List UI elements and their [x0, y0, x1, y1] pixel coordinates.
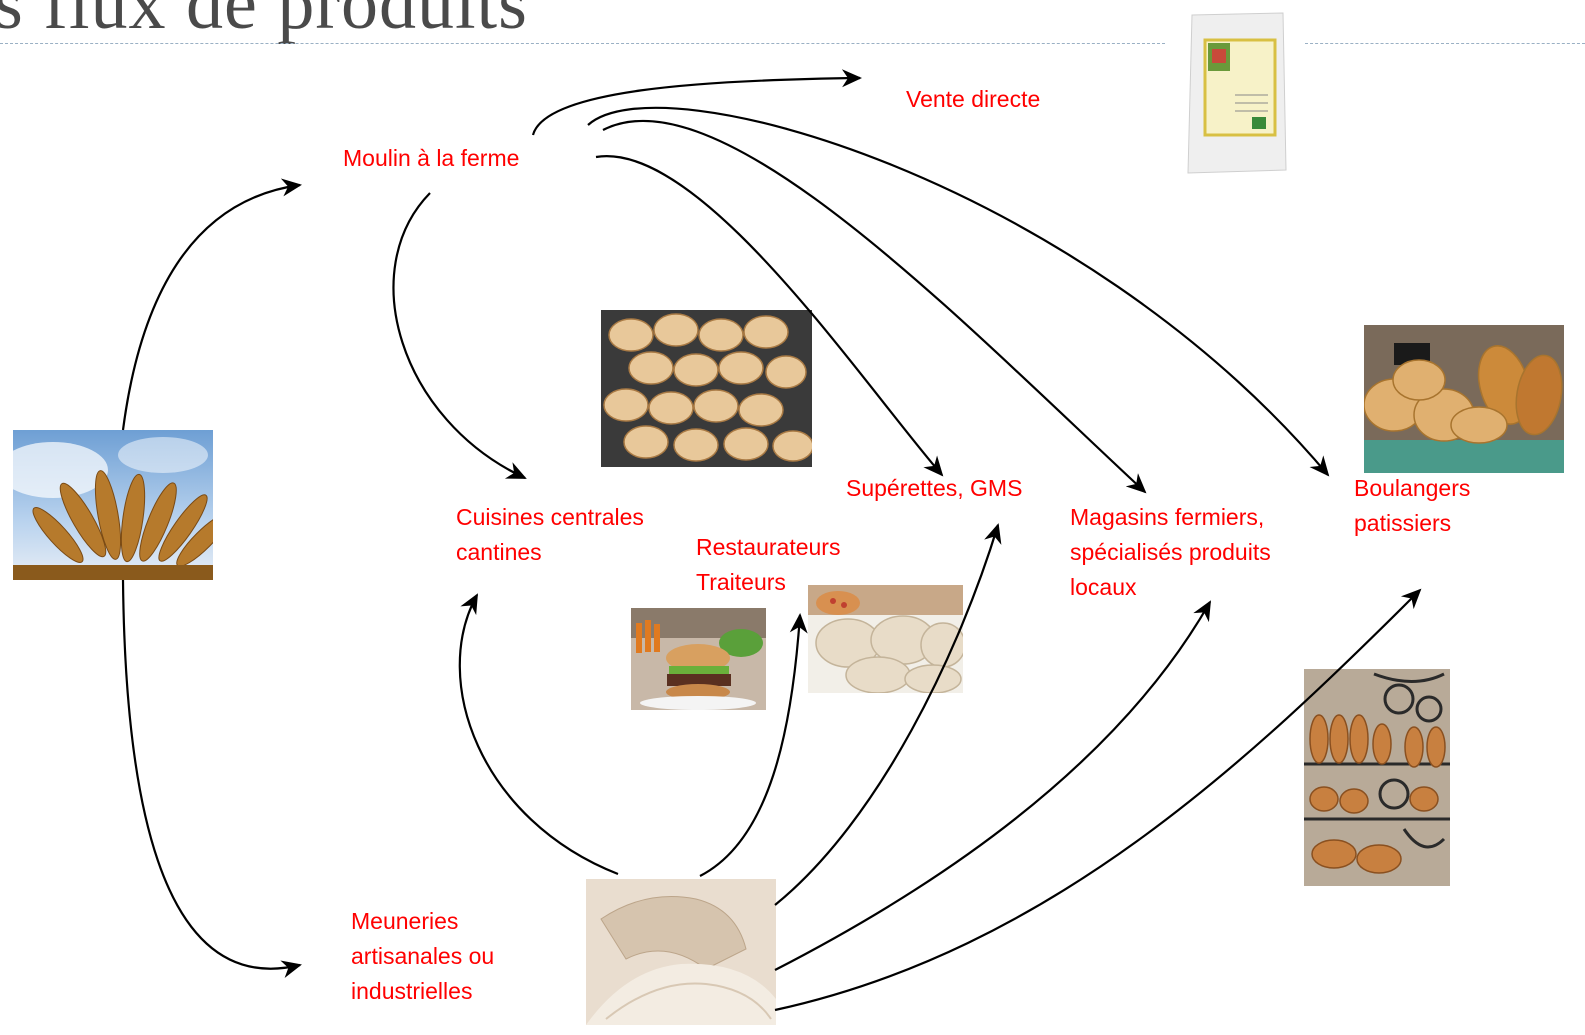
- node-restaurateurs: Restaurateurs Traiteurs: [696, 530, 840, 600]
- node-superettes-line: Supérettes, GMS: [846, 471, 1022, 506]
- node-meuneries: Meuneries artisanales ou industrielles: [351, 904, 494, 1009]
- node-cuisines: Cuisines centrales cantines: [456, 500, 644, 570]
- node-magasins-line-3: locaux: [1070, 570, 1271, 605]
- node-meuneries-line-3: industrielles: [351, 974, 494, 1009]
- arrow-meuneries-to-cuisines: [460, 595, 618, 874]
- arrow-wheat-to-moulin: [123, 185, 300, 430]
- node-magasins-line-1: Magasins fermiers,: [1070, 500, 1271, 535]
- node-magasins-line-2: spécialisés produits: [1070, 535, 1271, 570]
- node-vente-line: Vente directe: [906, 82, 1040, 117]
- arrow-moulin-to-cuisines: [394, 193, 525, 478]
- node-meuneries-line-2: artisanales ou: [351, 939, 494, 974]
- node-restaurateurs-line-2: Traiteurs: [696, 565, 840, 600]
- node-cuisines-line-2: cantines: [456, 535, 644, 570]
- arrow-wheat-to-meuneries: [123, 580, 300, 969]
- node-boulangers-line-2: patissiers: [1354, 506, 1470, 541]
- node-restaurateurs-line-1: Restaurateurs: [696, 530, 840, 565]
- arrow-moulin-to-boulangers: [588, 108, 1328, 475]
- node-boulangers: Boulangers patissiers: [1354, 471, 1470, 541]
- node-moulin: Moulin à la ferme: [343, 141, 519, 176]
- arrow-moulin-to-magasins: [603, 121, 1145, 492]
- arrow-moulin-to-superettes: [596, 156, 942, 475]
- node-cuisines-line-1: Cuisines centrales: [456, 500, 644, 535]
- arrow-meuneries-to-magasins: [775, 602, 1210, 970]
- arrow-meuneries-to-restaurateurs: [700, 615, 800, 876]
- node-magasins: Magasins fermiers, spécialisés produits …: [1070, 500, 1271, 605]
- node-superettes: Supérettes, GMS: [846, 471, 1022, 506]
- arrow-moulin-to-vente: [533, 78, 860, 135]
- arrow-meuneries-to-boulangers: [775, 590, 1420, 1010]
- node-vente-directe: Vente directe: [906, 82, 1040, 117]
- node-meuneries-line-1: Meuneries: [351, 904, 494, 939]
- node-moulin-line: Moulin à la ferme: [343, 141, 519, 176]
- node-boulangers-line-1: Boulangers: [1354, 471, 1470, 506]
